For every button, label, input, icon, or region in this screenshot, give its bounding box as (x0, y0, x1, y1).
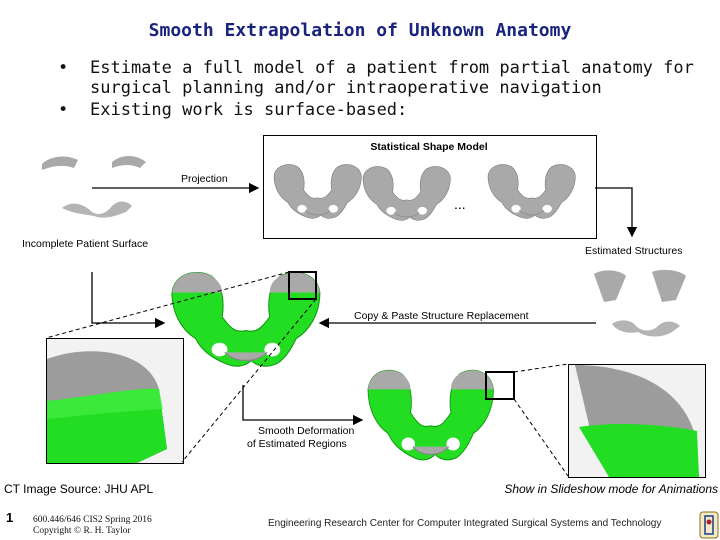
zoom-connector (513, 363, 569, 373)
ssm-ellipsis: ... (454, 196, 466, 212)
pelvis-icon (273, 164, 362, 219)
pelvis-icon (171, 271, 321, 367)
pelvis-icon (362, 166, 451, 221)
zoom-connector (181, 298, 317, 463)
pelvis-icon (487, 164, 576, 219)
zoom-box-left (46, 338, 184, 464)
course-info: 600.446/646 CIS2 Spring 2016 Copyright ©… (33, 515, 152, 537)
bullet-text-line: Estimate a full model of a patient from … (90, 58, 694, 78)
smooth-deformation-arrow (242, 385, 364, 426)
bullet-item: • Existing work is surface-based: (58, 100, 698, 120)
ssm-to-estimated-arrow (595, 187, 638, 238)
course-line: 600.446/646 CIS2 Spring 2016 (33, 515, 152, 525)
bullet-symbol: • (58, 100, 69, 120)
page-number: 1 (6, 510, 14, 525)
ct-source-note: CT Image Source: JHU APL (4, 482, 154, 496)
slideshow-note: Show in Slideshow mode for Animations (504, 482, 718, 496)
bullet-symbol: • (58, 58, 69, 78)
copyright-line: Copyright © R. H. Taylor (33, 526, 131, 536)
zoom-connector (513, 398, 569, 477)
bullet-list: • Estimate a full model of a patient fro… (58, 58, 698, 122)
incomplete-to-green-arrow (91, 272, 166, 329)
incomplete-surface-label: Incomplete Patient Surface (22, 238, 149, 250)
estimated-structures-label: Estimated Structures (585, 245, 683, 257)
estimated-structures-image (594, 269, 686, 337)
zoom-image-left (47, 351, 167, 463)
zoom-connector (45, 271, 290, 339)
erc-logo-icon (699, 511, 719, 539)
bullet-text-line: Existing work is surface-based: (90, 100, 408, 120)
zoom-box-right (568, 364, 706, 478)
projection-label: Projection (181, 173, 228, 185)
bullet-text-line: surgical planning and/or intraoperative … (90, 78, 602, 98)
pelvis-icon (367, 369, 495, 461)
copy-paste-label: Copy & Paste Structure Replacement (354, 310, 529, 322)
incomplete-surface-image (42, 156, 146, 218)
slide-title: Smooth Extrapolation of Unknown Anatomy (148, 20, 572, 41)
zoom-image-right (575, 365, 699, 477)
ssm-title: Statistical Shape Model (370, 141, 488, 153)
bullet-item: • Estimate a full model of a patient fro… (58, 58, 698, 98)
erc-name: Engineering Research Center for Computer… (268, 518, 662, 529)
smooth-deformation-label: of Estimated Regions (247, 438, 347, 450)
highlight-box (485, 371, 515, 400)
highlight-box (288, 271, 317, 300)
smooth-deformation-label: Smooth Deformation (258, 425, 355, 437)
